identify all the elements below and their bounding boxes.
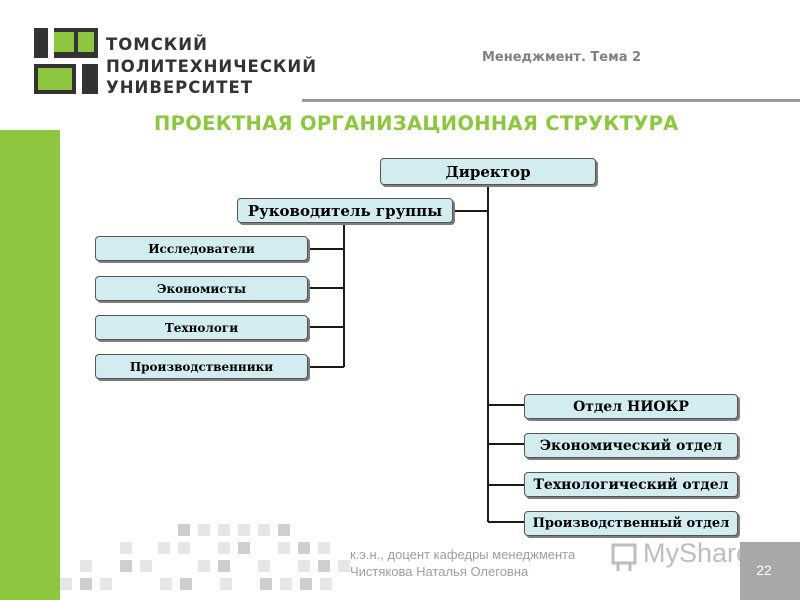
org-box-director: Директор: [380, 158, 596, 185]
header-divider: [302, 99, 800, 102]
page-number-box: [740, 542, 800, 600]
decorative-pixel-pattern: [60, 524, 350, 590]
org-box-team-technologists: Технологи: [95, 315, 308, 340]
org-box-group-leader: Руководитель группы: [237, 198, 453, 223]
org-box-dept-production: Производственный отдел: [524, 511, 738, 536]
watermark-logo-icon: [611, 543, 637, 571]
slide-title: ПРОЕКТНАЯ ОРГАНИЗАЦИОННАЯ СТРУКТУРА: [154, 112, 679, 135]
org-box-dept-rnd: Отдел НИОКР: [524, 394, 738, 419]
footer-author-line-1: к.э.н., доцент кафедры менеджмента: [350, 547, 576, 562]
org-box-team-economists: Экономисты: [95, 276, 308, 301]
university-logo-emblem: [34, 28, 98, 94]
left-accent-bar: [0, 130, 60, 600]
footer-author: к.э.н., доцент кафедры менеджмента Чистя…: [350, 546, 575, 580]
org-box-team-production: Производственники: [95, 354, 308, 379]
footer-author-line-2: Чистякова Наталья Олеговна: [350, 564, 529, 579]
logo-line-3: УНИВЕРСИТЕТ: [106, 78, 253, 97]
org-box-team-researchers: Исследователи: [95, 236, 308, 261]
logo-line-2: ПОЛИТЕХНИЧЕСКИЙ: [106, 56, 318, 76]
org-box-dept-economic: Экономический отдел: [524, 433, 738, 458]
lecture-subject: Менеджмент. Тема 2: [482, 50, 642, 65]
logo-line-1: ТОМСКИЙ: [106, 35, 208, 54]
page-number: 22: [756, 562, 772, 578]
org-box-dept-technology: Технологический отдел: [524, 472, 738, 497]
university-logo-text: ТОМСКИЙ ПОЛИТЕХНИЧЕСКИЙ УНИВЕРСИТЕТ: [106, 34, 317, 99]
